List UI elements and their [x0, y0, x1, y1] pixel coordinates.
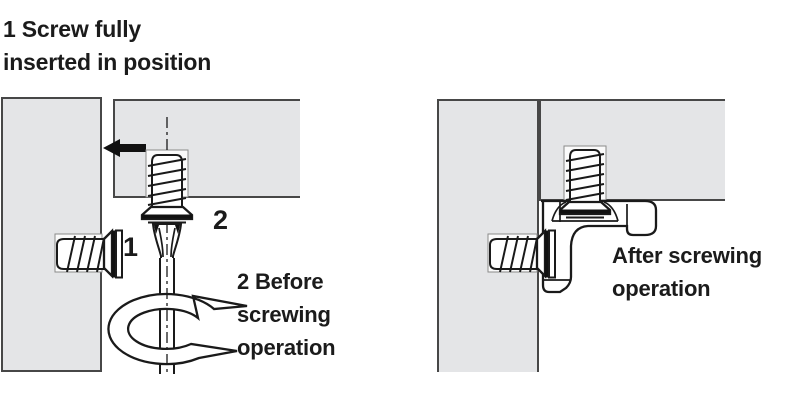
before-screwing-caption: 2 Before screwing operation: [237, 269, 336, 360]
screw1-number-label: 1: [123, 232, 138, 262]
screw-1-horizontal: [54, 228, 123, 279]
screw-vertical-installed: [558, 149, 612, 219]
right-assembly-diagram: [437, 99, 725, 372]
rotate-arrow-icon: [107, 292, 248, 366]
screw2-number-label: 2: [213, 205, 228, 235]
after-screwing-caption: After screwing operation: [612, 243, 763, 301]
left-assembly-diagram: [1, 97, 300, 374]
screwdriver: [107, 223, 248, 374]
step1-title: 1 Screw fully inserted in position: [3, 16, 212, 75]
screw-horizontal-installed: [489, 228, 556, 279]
arrow-left-icon: [103, 139, 146, 157]
screw-2-vertical: [140, 154, 194, 224]
